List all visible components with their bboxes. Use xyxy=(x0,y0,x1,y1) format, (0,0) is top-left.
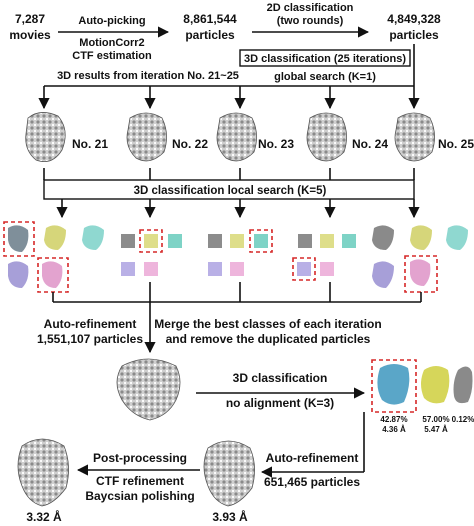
movies-count: 7,287 xyxy=(15,12,45,26)
iteration-label-23: No. 23 xyxy=(258,137,294,151)
iteration-map-24 xyxy=(306,112,347,162)
final-class-1-resolution: 4.36 Å xyxy=(382,425,406,434)
class-results-21 xyxy=(3,221,104,293)
final-class-3-percent: 0.12% xyxy=(452,415,474,424)
merge-line1: Merge the best classes of each iteration xyxy=(154,317,381,331)
iteration-label-24: No. 24 xyxy=(352,137,388,151)
class-results-25 xyxy=(372,225,468,293)
noalign-line2: no alignment (K=3) xyxy=(226,396,334,410)
postprocess-line1: Post-processing xyxy=(93,451,187,465)
particles2-label: particles xyxy=(389,28,439,42)
step-autopicking: Auto-picking xyxy=(78,15,145,27)
global-search-line2: global search (K=1) xyxy=(274,71,376,83)
class-results-24 xyxy=(292,234,356,281)
refinement2-label: Auto-refinement xyxy=(266,451,359,465)
class-results-23 xyxy=(208,229,273,276)
final-class-2 xyxy=(421,366,450,404)
iteration-map-25 xyxy=(394,112,435,162)
iteration-map-22 xyxy=(126,112,167,162)
refined-map-1 xyxy=(116,358,181,421)
final-class-3 xyxy=(453,366,473,404)
postprocess-line3: Baycsian polishing xyxy=(85,489,194,503)
final-map xyxy=(17,438,69,507)
step-ctf-estimation: CTF estimation xyxy=(72,50,152,62)
final-class-2-percent: 57.00% xyxy=(422,415,449,424)
iteration-label-22: No. 22 xyxy=(172,137,208,151)
refinement1-particles: 1,551,107 particles xyxy=(37,332,143,346)
noalign-line1: 3D classification xyxy=(233,371,328,385)
final-class-1-percent: 42.87% xyxy=(380,415,407,424)
merge-line2: and remove the duplicated particles xyxy=(166,332,371,346)
particles1-label: particles xyxy=(185,28,235,42)
refined-map-2 xyxy=(203,440,255,507)
iteration-map-23 xyxy=(216,112,257,162)
movies-label: movies xyxy=(9,28,51,42)
local-search-label: 3D classification local search (K=5) xyxy=(134,185,327,197)
local-search-output-arrows xyxy=(56,199,420,219)
iteration-map-21 xyxy=(25,112,66,163)
final-resolution-left: 3.32 Å xyxy=(26,509,62,524)
postprocess-line2: CTF refinement xyxy=(96,474,184,488)
final-class-1 xyxy=(371,359,417,413)
global-search-line1: 3D classification (25 iterations) xyxy=(244,53,406,65)
iteration-results-label: 3D results from iteration No. 21~25 xyxy=(57,70,239,82)
step-two-rounds: (two rounds) xyxy=(277,15,344,27)
local-search-box xyxy=(43,179,415,200)
step-motioncorr: MotionCorr2 xyxy=(79,37,144,49)
refinement1-label: Auto-refinement xyxy=(44,317,137,331)
step-2d-classification: 2D classification xyxy=(267,2,354,14)
particles2-count: 4,849,328 xyxy=(387,12,441,26)
particles1-count: 8,861,544 xyxy=(183,12,237,26)
class-results-22 xyxy=(121,229,182,276)
final-resolution-right: 3.93 Å xyxy=(212,509,248,524)
global-search-box xyxy=(239,49,411,67)
refinement2-particles: 651,465 particles xyxy=(264,475,360,489)
iteration-label-25: No. 25 xyxy=(438,137,474,151)
final-class-2-resolution: 5.47 Å xyxy=(424,425,448,434)
iteration-label-21: No. 21 xyxy=(72,137,108,151)
